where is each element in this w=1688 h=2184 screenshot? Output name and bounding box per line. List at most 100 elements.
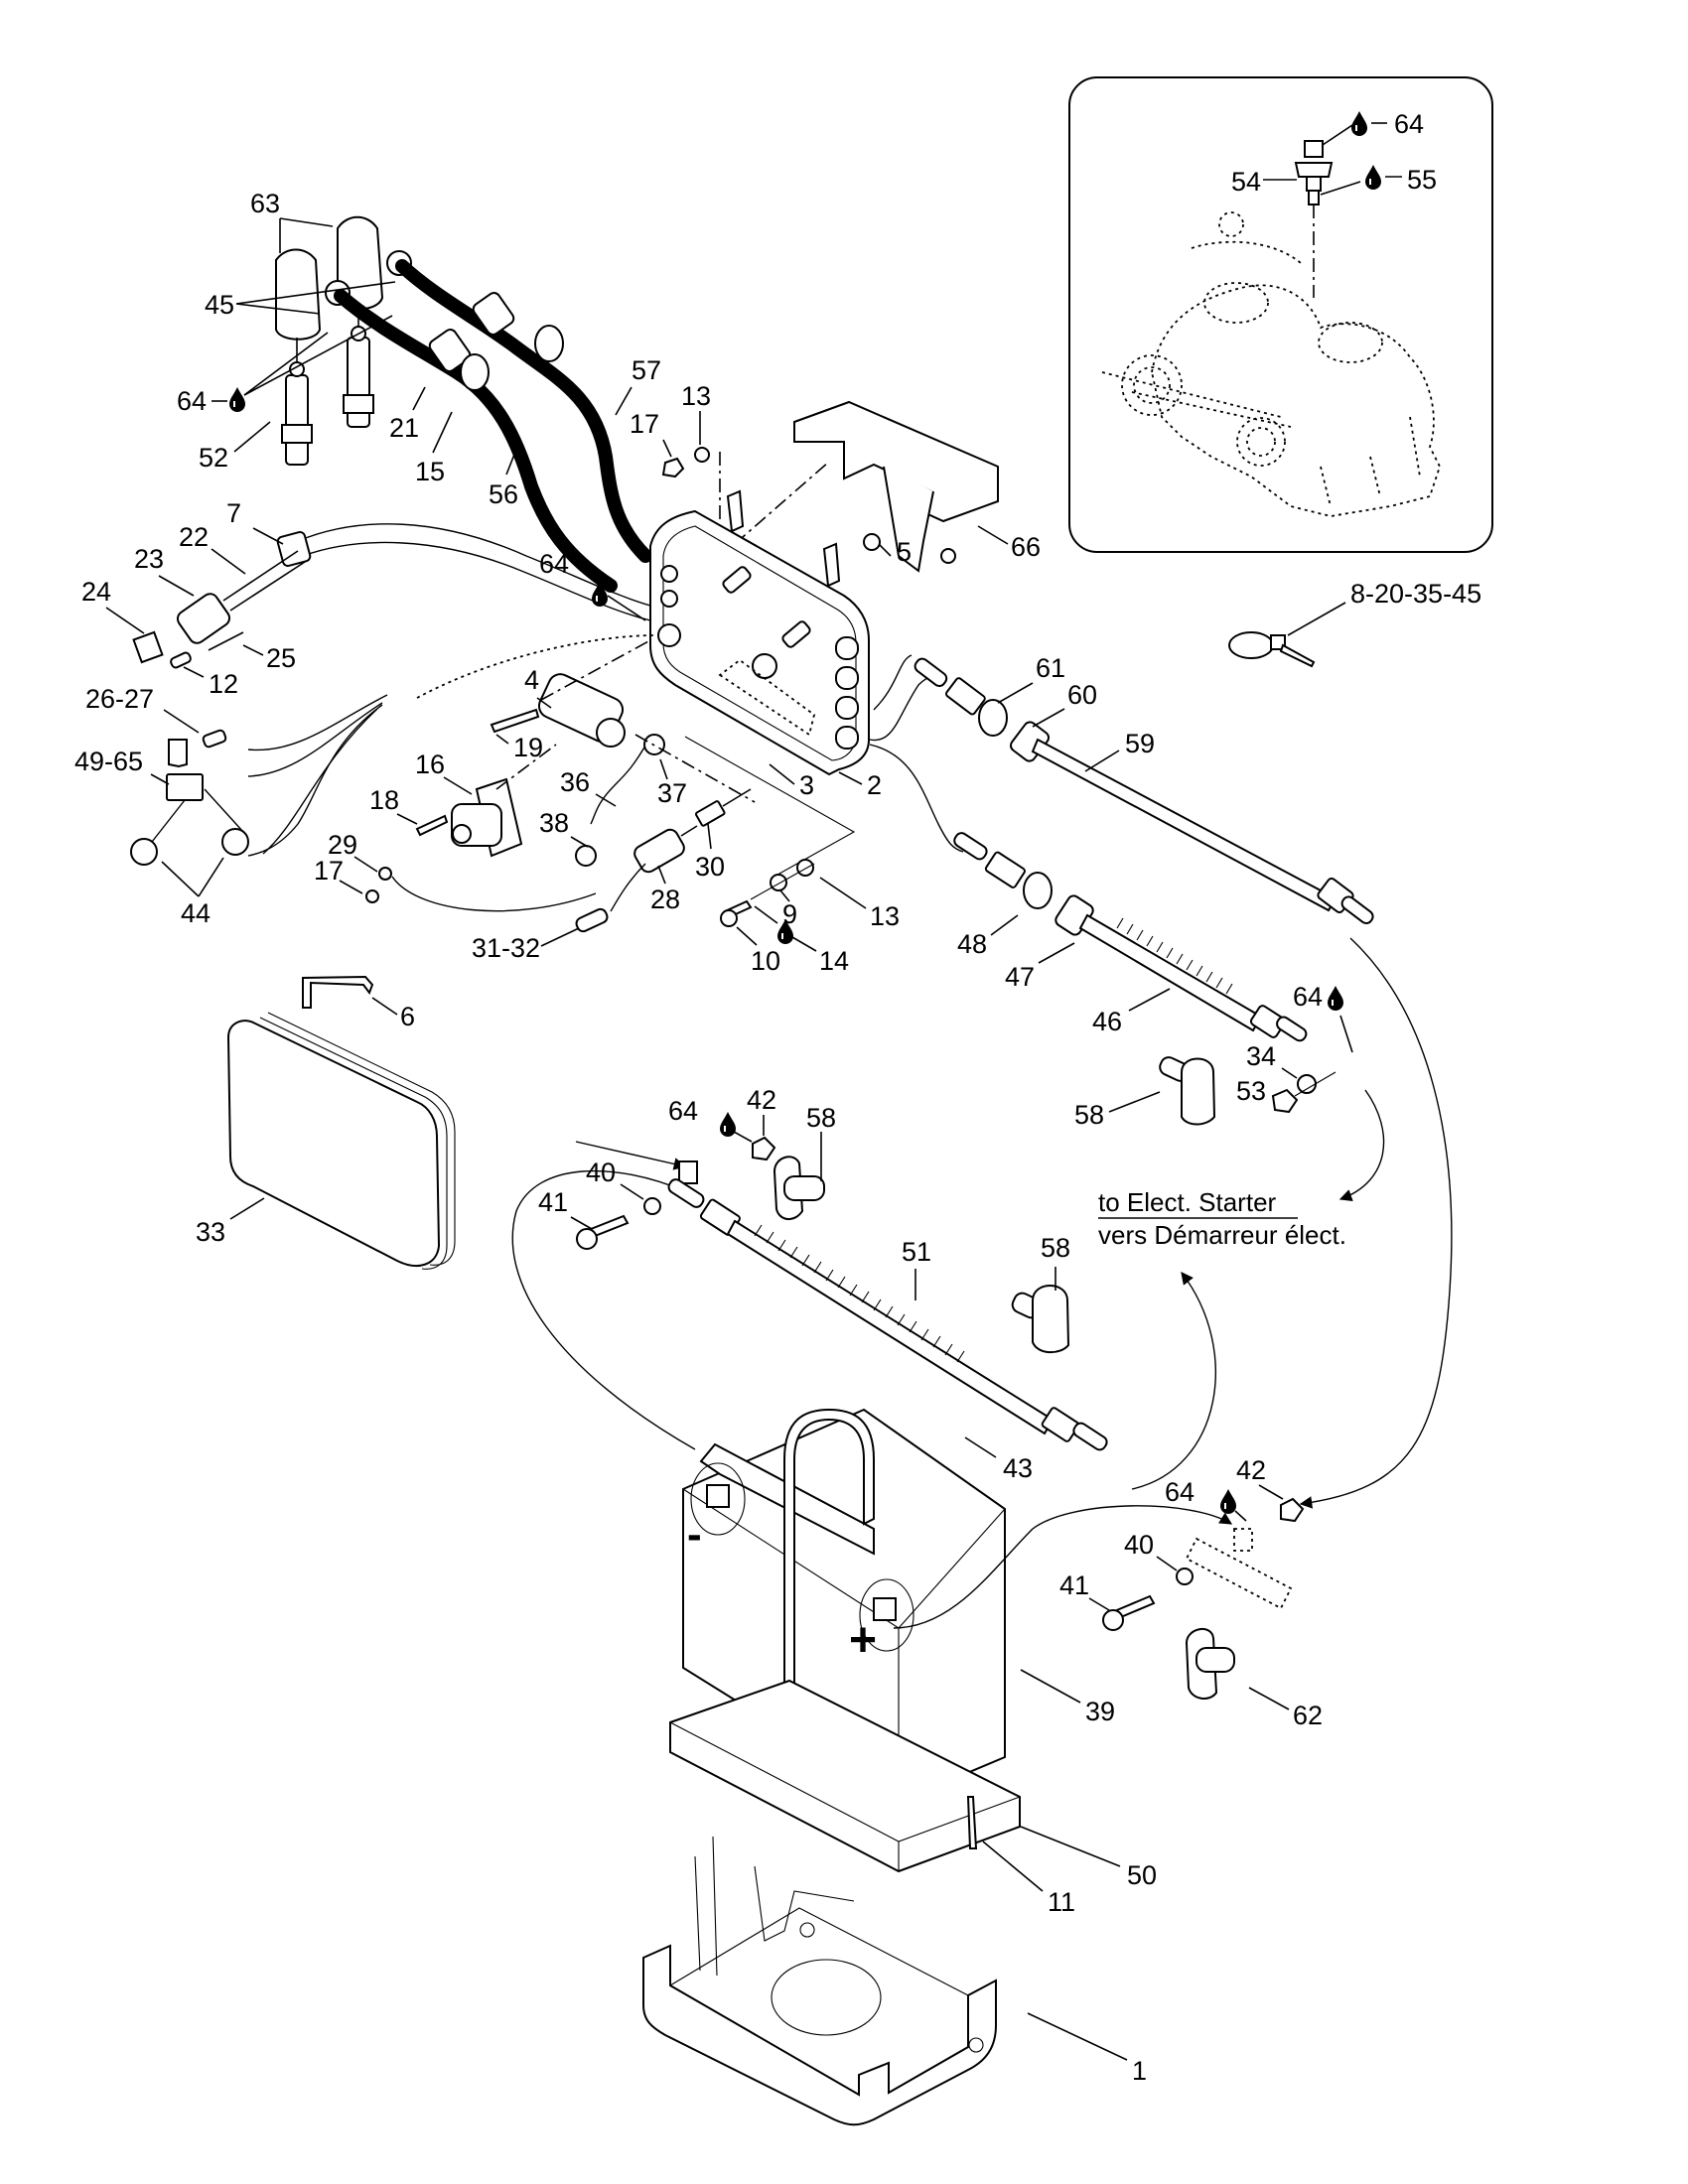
callout-41-b: 41: [1059, 1570, 1089, 1600]
negative-terminal-highlight: [690, 1462, 746, 1536]
callout-40-a: 40: [586, 1158, 616, 1187]
callout-64-a: 64: [177, 386, 207, 416]
callout-18: 18: [369, 785, 399, 815]
callout-46: 46: [1092, 1007, 1122, 1036]
callout-13-a: 13: [681, 381, 711, 411]
battery-cable-59: [914, 657, 1374, 925]
screw-19: [490, 708, 540, 734]
battery-pad-50: [669, 1679, 1021, 1873]
callout-64-inset: 64: [1394, 109, 1424, 139]
callout-44: 44: [181, 898, 211, 928]
callout-34: 34: [1246, 1041, 1276, 1071]
callout-50: 50: [1127, 1860, 1157, 1890]
callout-57: 57: [632, 355, 661, 385]
callout-62: 62: [1293, 1701, 1323, 1730]
solenoid-wire: [391, 876, 597, 912]
engine-inset: 64 54 55: [1068, 76, 1493, 553]
callout-64-d: 64: [668, 1096, 698, 1126]
callout-48: 48: [957, 929, 987, 959]
callout-53: 53: [1236, 1076, 1266, 1106]
callout-42-a: 42: [747, 1085, 776, 1115]
note-to-electric-starter: to Elect. Starter: [1098, 1187, 1277, 1217]
callout-60: 60: [1067, 680, 1097, 710]
callout-63: 63: [250, 189, 280, 218]
terminal-cover-58-b: [773, 1156, 825, 1220]
callout-19: 19: [513, 733, 543, 762]
callout-23: 23: [134, 544, 164, 574]
tie-wrap: [1228, 631, 1316, 668]
terminal-cover-62: [1185, 1628, 1235, 1700]
callout-8-20-35-45: 8-20-35-45: [1350, 579, 1481, 609]
callout-7: 7: [226, 498, 241, 528]
wiring-harness: [130, 523, 656, 866]
spark-plug-caps: [275, 215, 412, 341]
callout-54: 54: [1231, 167, 1261, 197]
starter-solenoid-16: [451, 744, 557, 858]
engine-outline: [1101, 211, 1441, 517]
terminal-cover-58-c: [1011, 1285, 1070, 1354]
battery-cable-51: [667, 1178, 1108, 1451]
grommet-5: [863, 533, 881, 551]
starter-route-arrow: [1338, 1089, 1385, 1202]
electrical-box: [649, 489, 870, 776]
sleeve-31-32: [575, 907, 609, 933]
callout-1: 1: [1132, 2056, 1147, 2086]
callout-22: 22: [179, 522, 209, 552]
callout-16: 16: [415, 750, 445, 779]
cable-nuts: [428, 292, 564, 391]
battery-tray-1: [642, 1836, 997, 2126]
bolt-10: [720, 899, 753, 927]
callout-45: 45: [205, 290, 234, 320]
callout-26-27: 26-27: [85, 684, 154, 714]
callout-64-c: 64: [1293, 982, 1323, 1012]
bolt-41-a: [576, 1214, 630, 1250]
callout-15: 15: [415, 457, 445, 486]
callout-25: 25: [266, 643, 296, 673]
box-wire-2: [869, 744, 964, 853]
ignition-coil-4: [537, 639, 651, 748]
callout-61: 61: [1036, 653, 1065, 683]
callout-14: 14: [819, 946, 849, 976]
callout-42-b: 42: [1236, 1455, 1266, 1485]
callout-6: 6: [400, 1002, 415, 1031]
washer-9: [770, 874, 787, 891]
callout-30: 30: [695, 852, 725, 882]
callout-41-a: 41: [538, 1187, 568, 1217]
washer-13: [694, 447, 710, 463]
callout-12: 12: [209, 669, 238, 699]
washer-13-b: [796, 859, 814, 877]
callout-59: 59: [1125, 729, 1155, 758]
cable-59-lead: [873, 654, 913, 711]
positive-terminal-highlight: [859, 1578, 914, 1652]
callout-37: 37: [657, 778, 687, 808]
callout-29: 29: [328, 830, 357, 860]
wire-36: [590, 736, 651, 825]
battery-positive-sign: +: [849, 1614, 877, 1667]
callout-24: 24: [81, 577, 111, 607]
nut-42-a: [752, 1136, 776, 1161]
starter-return-arrow: [1131, 1272, 1216, 1490]
callout-3: 3: [799, 770, 814, 800]
ring-terminal-38: [575, 845, 597, 867]
nut-17: [661, 457, 685, 478]
callout-49-65: 49-65: [74, 747, 143, 776]
battery-negative-sign: -: [687, 1510, 702, 1559]
washer-40-a: [643, 1197, 661, 1215]
nut-bracket: [940, 548, 956, 564]
box-wire: [869, 673, 944, 742]
callout-58-c: 58: [1041, 1233, 1070, 1263]
callout-2: 2: [867, 770, 882, 800]
callout-43: 43: [1003, 1453, 1033, 1483]
nut-53: [1271, 1088, 1299, 1114]
callout-11: 11: [1048, 1887, 1075, 1917]
callout-58-a: 58: [1074, 1100, 1104, 1130]
cable-end-ghost: [1185, 1537, 1293, 1610]
callout-28: 28: [650, 885, 680, 914]
temperature-sensor: [1294, 140, 1334, 298]
inset-frame: [1068, 76, 1493, 553]
mounting-bracket-66: [734, 400, 999, 573]
callout-38: 38: [539, 808, 569, 838]
callout-58-b: 58: [806, 1103, 836, 1133]
callout-39: 39: [1085, 1697, 1115, 1726]
rivet-11: [966, 1796, 978, 1849]
